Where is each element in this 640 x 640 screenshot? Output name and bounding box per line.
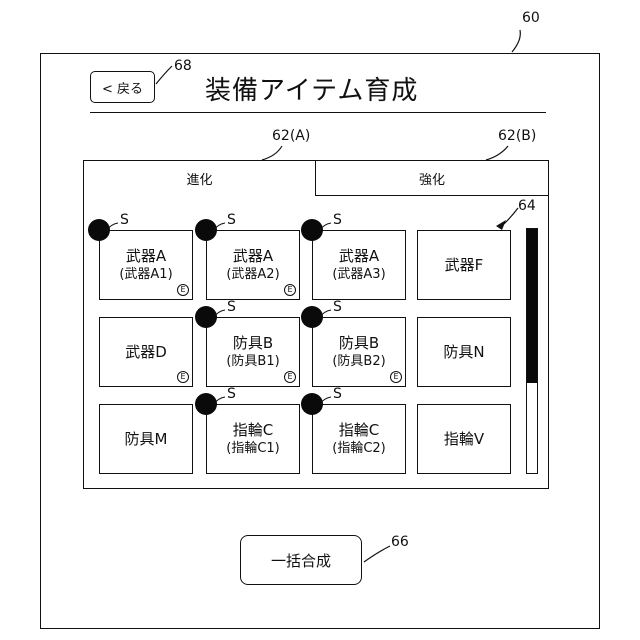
- item-card[interactable]: 武器A(武器A2)ES: [206, 230, 300, 300]
- selection-leader: [212, 309, 226, 319]
- item-card[interactable]: 防具B(防具B1)ES: [206, 317, 300, 387]
- item-card[interactable]: 防具B(防具B2)ES: [312, 317, 406, 387]
- item-card[interactable]: 武器D E: [99, 317, 193, 387]
- item-name: 武器F: [445, 255, 484, 275]
- selected-label: S: [227, 299, 236, 315]
- item-name: 防具M: [125, 429, 168, 449]
- scrollbar[interactable]: [526, 228, 538, 474]
- item-name: 武器D: [125, 342, 167, 362]
- ref-screen: 60: [522, 10, 540, 26]
- item-name: 指輪C: [339, 420, 379, 440]
- item-card[interactable]: 防具M: [99, 404, 193, 474]
- item-card[interactable]: 武器A(武器A3)S: [312, 230, 406, 300]
- item-subname: (指輪C2): [332, 440, 386, 458]
- item-name: 武器A: [233, 246, 273, 266]
- selection-leader: [318, 396, 332, 406]
- page-title: 装備アイテム育成: [205, 70, 418, 107]
- equipped-badge: E: [177, 284, 189, 296]
- selected-label: S: [227, 386, 236, 402]
- item-subname: (武器A2): [226, 266, 279, 284]
- equipped-badge: E: [284, 284, 296, 296]
- item-name: 防具B: [233, 333, 273, 353]
- tab-evolve[interactable]: 進化: [83, 160, 316, 196]
- selected-label: S: [227, 212, 236, 228]
- item-card[interactable]: 武器F: [417, 230, 511, 300]
- item-name: 武器A: [126, 246, 166, 266]
- scrollbar-thumb[interactable]: [527, 229, 537, 383]
- item-subname: (防具B2): [332, 353, 385, 371]
- back-button[interactable]: < 戻る: [90, 71, 155, 103]
- selection-leader: [105, 222, 119, 232]
- selection-leader: [318, 222, 332, 232]
- selected-label: S: [120, 212, 129, 228]
- item-subname: (防具B1): [226, 353, 279, 371]
- item-card[interactable]: 指輪V: [417, 404, 511, 474]
- selection-leader: [212, 222, 226, 232]
- tab-enhance[interactable]: 強化: [315, 160, 549, 196]
- item-name: 防具B: [339, 333, 379, 353]
- selected-label: S: [333, 299, 342, 315]
- selected-label: S: [333, 386, 342, 402]
- equipped-badge: E: [390, 371, 402, 383]
- item-card[interactable]: 指輪C(指輪C2)S: [312, 404, 406, 474]
- item-subname: (指輪C1): [226, 440, 280, 458]
- selection-leader: [318, 309, 332, 319]
- equipped-badge: E: [284, 371, 296, 383]
- item-name: 防具N: [443, 342, 484, 362]
- item-card[interactable]: 武器A(武器A1)ES: [99, 230, 193, 300]
- selection-leader: [212, 396, 226, 406]
- title-divider: [90, 112, 546, 113]
- bulk-combine-button[interactable]: 一括合成: [240, 535, 362, 585]
- item-card[interactable]: 指輪C(指輪C1)S: [206, 404, 300, 474]
- item-subname: (武器A1): [119, 266, 172, 284]
- item-subname: (武器A3): [332, 266, 385, 284]
- item-name: 武器A: [339, 246, 379, 266]
- item-name: 指輪V: [444, 429, 484, 449]
- selected-label: S: [333, 212, 342, 228]
- item-name: 指輪C: [233, 420, 273, 440]
- item-card[interactable]: 防具N: [417, 317, 511, 387]
- equipped-badge: E: [177, 371, 189, 383]
